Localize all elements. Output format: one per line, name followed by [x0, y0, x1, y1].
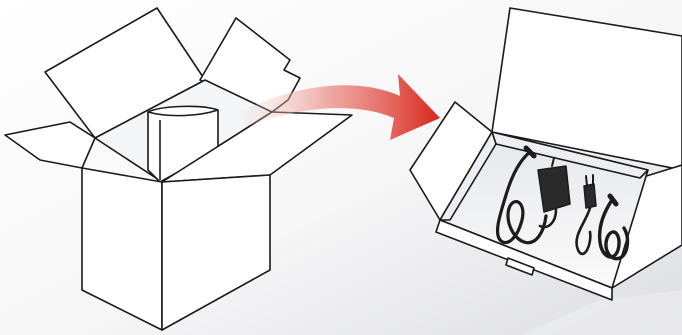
tray-lid	[491, 7, 682, 171]
shipping-box	[4, 7, 353, 331]
box-face-right	[161, 174, 271, 331]
coiled-cable	[495, 150, 548, 245]
coiled-cable-plug	[523, 145, 537, 159]
plug-adapter	[583, 183, 597, 209]
bundled-cable-plug	[607, 193, 619, 207]
tray-pull-tab	[505, 257, 535, 276]
tray-inner-wall-left	[439, 131, 497, 221]
bundled-cable	[597, 198, 630, 261]
plug-adapter-pins	[585, 174, 594, 187]
adapter-cable	[538, 208, 558, 229]
plug-adapter-cord	[575, 206, 592, 256]
power-adapter-prong	[551, 157, 555, 167]
tray-front-lip	[435, 219, 613, 301]
box-flap-front-left	[4, 121, 96, 169]
power-adapter	[537, 165, 571, 213]
curved-arrow-body	[240, 74, 440, 140]
tray-contents	[495, 145, 630, 261]
background-sheen	[520, 290, 682, 335]
box-foam-insert-top	[147, 109, 219, 117]
curved-arrow	[240, 74, 440, 140]
